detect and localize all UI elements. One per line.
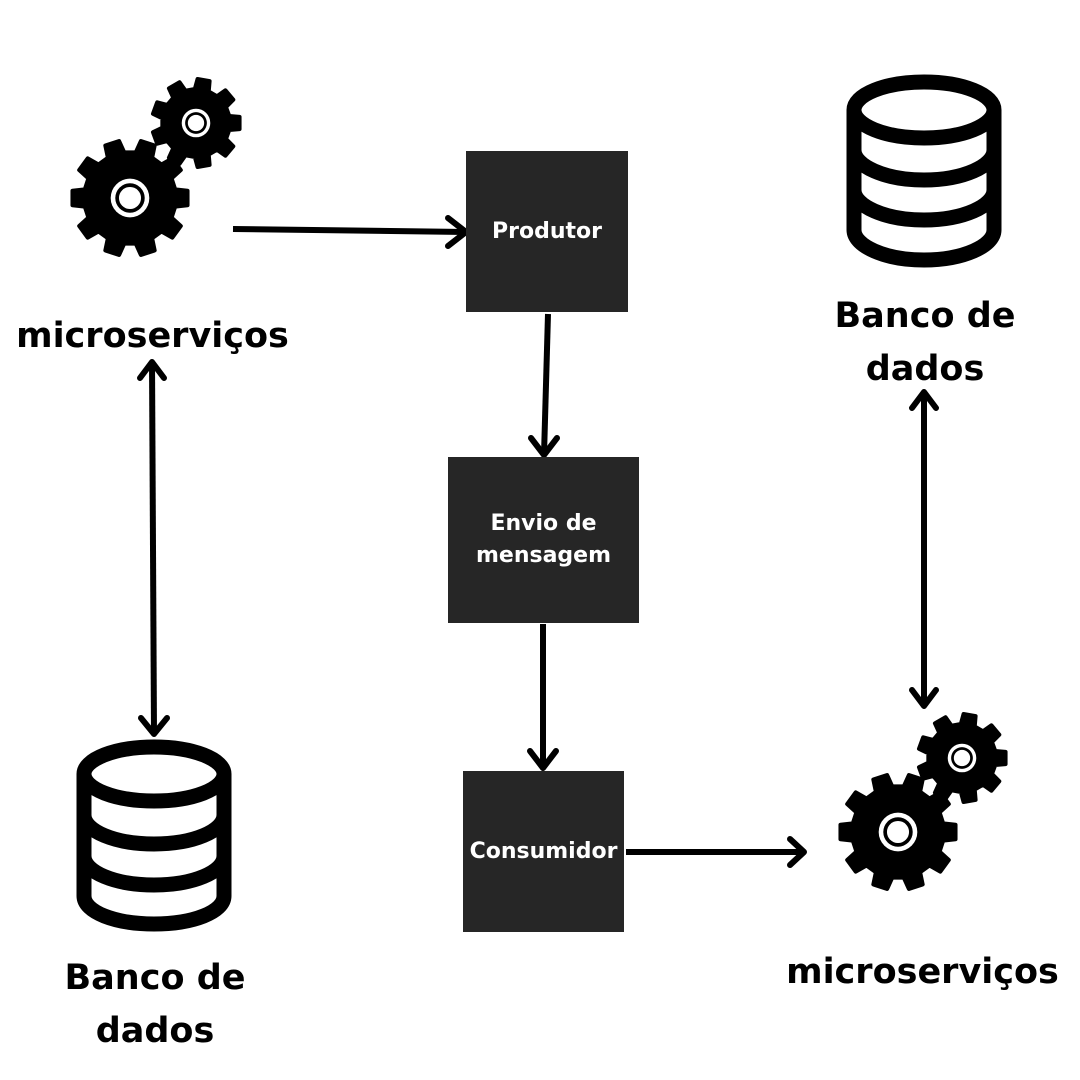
envio-label-line2: mensagem	[475, 543, 612, 568]
gear-hole	[953, 749, 971, 767]
database-icon	[846, 74, 1002, 268]
left-database-label: Banco de dados	[45, 952, 265, 1058]
consumidor-box: Consumidor	[463, 771, 624, 932]
right-microservicos-label: microserviços	[786, 952, 1059, 992]
arrowhead-left-up	[137, 359, 167, 381]
gear-hole	[187, 114, 205, 132]
left-database-label-line2: dados	[95, 1011, 215, 1051]
arrowhead-microservicos-right	[787, 836, 807, 868]
right-database-label-line1: Banco de	[834, 296, 1016, 336]
arrow-left-bidirectional	[149, 361, 157, 735]
arrowhead-consumidor	[527, 748, 559, 771]
arrowhead-envio	[528, 435, 560, 458]
database-icon	[76, 739, 232, 932]
produtor-label: Produtor	[492, 218, 602, 244]
left-microservicos-label: microserviços	[16, 316, 289, 356]
consumidor-label: Consumidor	[469, 838, 618, 864]
produtor-box: Produtor	[466, 151, 628, 312]
gear-large	[70, 139, 190, 257]
gear-hole	[886, 820, 910, 844]
right-database-label: Banco de dados	[815, 290, 1035, 396]
arrowhead-right-down	[909, 687, 939, 709]
envio-label-line1: Envio de	[490, 511, 597, 537]
gears-icon	[70, 77, 242, 257]
envio-de-mensagem-box: Envio de mensagem	[448, 457, 639, 623]
arrow-microservicos-to-produtor	[232, 226, 467, 235]
gear-small	[150, 77, 242, 169]
gear-large	[838, 773, 958, 891]
arrowhead-left-down	[138, 715, 170, 737]
gear-hole	[118, 186, 142, 210]
left-database-label-line1: Banco de	[64, 958, 246, 998]
right-database-label-line2: dados	[865, 349, 985, 389]
arrowhead-right-up	[909, 389, 939, 411]
gear-small	[916, 712, 1008, 804]
arrow-produtor-to-envio	[541, 313, 551, 456]
gears-icon	[838, 712, 1008, 891]
